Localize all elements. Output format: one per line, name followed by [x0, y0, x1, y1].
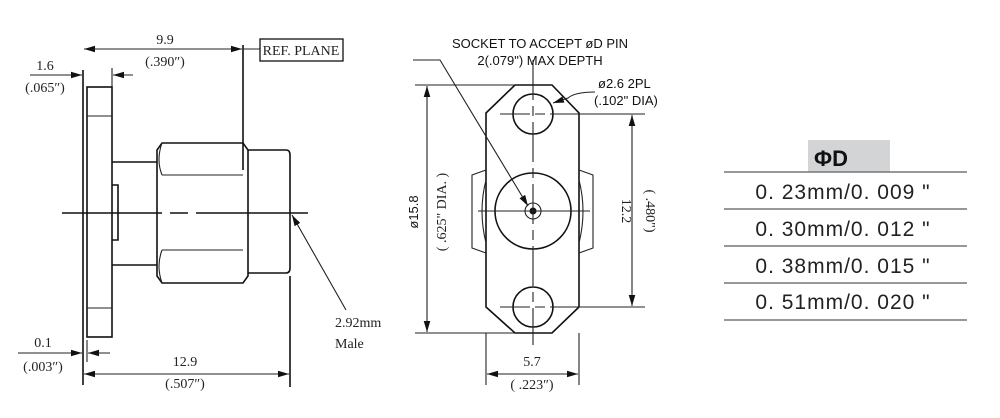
dim-gap-mm: 0.1	[34, 336, 52, 351]
socket-note-line1: SOCKET TO ACCEPT øD PIN	[452, 36, 628, 51]
socket-leader	[413, 59, 529, 207]
dim-gap-inch: (.003″)	[23, 360, 63, 375]
dim-width-mm: 5.7	[523, 355, 541, 370]
hole-note-line2: (.102" DIA)	[594, 93, 658, 108]
dim-hole-spacing-inch: ( .480")	[642, 189, 657, 232]
connector-gender: Male	[335, 337, 364, 352]
dim-flange-inch: (.065″)	[25, 81, 65, 96]
dim-ref-mm: 9.9	[156, 33, 174, 48]
hole-leader	[552, 91, 596, 104]
dim-hole-spacing-mm: 12.2	[618, 199, 633, 224]
dim-ref-inch: (.390″)	[145, 55, 185, 70]
dim-length-mm: 12.9	[173, 355, 198, 370]
table-row: 0. 51mm/0. 020 "	[755, 291, 930, 314]
table-row: 0. 23mm/0. 009 "	[755, 181, 930, 204]
dim-flange-dia-inch: ( .625" DIA. )	[435, 172, 450, 251]
ref-plane-label: REF. PLANE	[263, 44, 340, 59]
coupling-body	[248, 149, 291, 274]
table-header-bg	[808, 140, 890, 172]
front-view: ø15.8 ( .625" DIA. ) 12.2 ( .480") 5.7 (…	[406, 36, 658, 393]
table-row: 0. 38mm/0. 015 "	[755, 255, 930, 278]
table-row: 0. 30mm/0. 012 "	[755, 218, 930, 241]
dim-flange-mm: 1.6	[36, 59, 54, 74]
side-view: 9.9 (.390″) REF. PLANE 1.6 (.065″) 0.1 (…	[18, 33, 381, 392]
ref-plane-box	[259, 38, 344, 62]
flange-outline	[485, 84, 580, 334]
hole-note-line1: ø2.6 2PL	[598, 76, 651, 91]
dim-flange-dia-mm: ø15.8	[406, 195, 421, 228]
hex-flats	[471, 169, 594, 254]
dim-length-inch: (.507″)	[165, 377, 205, 392]
dim-width-inch: ( .223″)	[510, 378, 553, 393]
socket-note-line2: 2(.079") MAX DEPTH	[477, 53, 602, 68]
hex-nut	[156, 142, 249, 284]
pin-diameter-table: ΦD 0. 23mm/0. 009 " 0. 30mm/0. 012 " 0. …	[724, 140, 967, 321]
table-header: ΦD	[814, 146, 848, 171]
connector-type: 2.92mm	[335, 316, 381, 331]
flange	[86, 86, 113, 338]
